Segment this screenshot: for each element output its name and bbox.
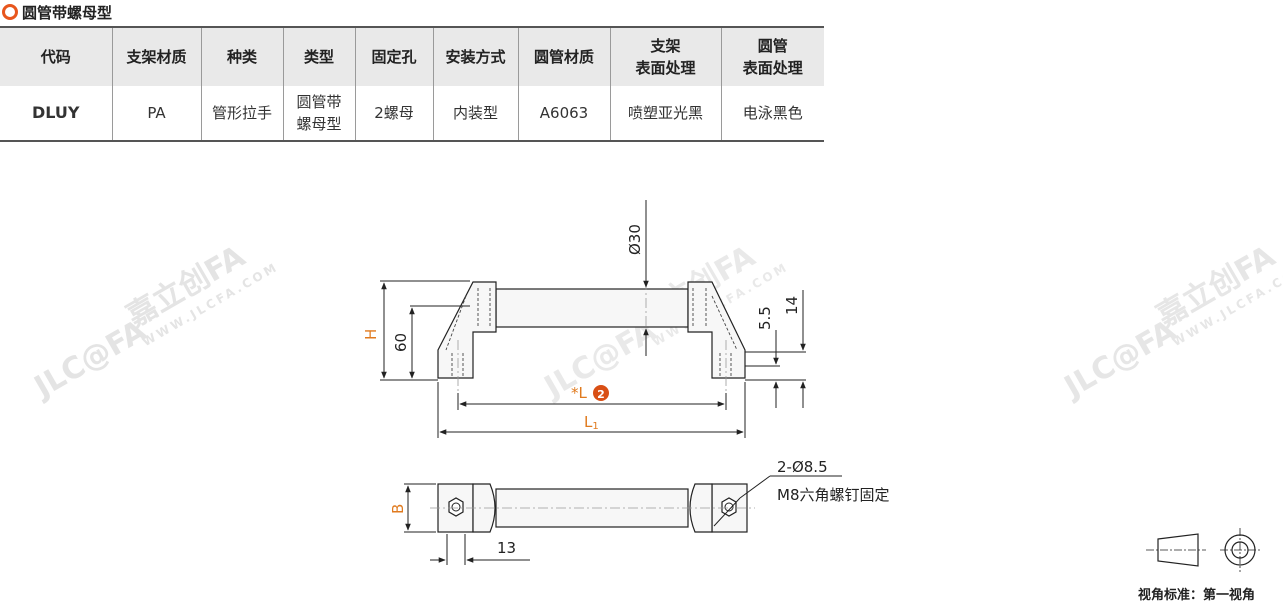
hole-note-diameter: 2-Ø8.5 bbox=[777, 458, 828, 476]
header-tube-finish: 圆管 表面处理 bbox=[742, 37, 803, 77]
hole-note-screw: M8六角螺钉固定 bbox=[777, 486, 890, 504]
cell-kind: 管形拉手 bbox=[201, 86, 284, 141]
spec-table: 代码 支架材质 种类 类型 固定孔 安装方式 圆管材质 支架 表面处理 圆管 表… bbox=[0, 26, 824, 142]
header-type: 类型 bbox=[283, 27, 356, 86]
cell-tube-finish: 电泳黑色 bbox=[742, 104, 803, 122]
first-angle-projection-icon bbox=[1146, 528, 1260, 572]
note-badge-number: 2 bbox=[597, 388, 605, 401]
cell-code[interactable]: DLUY bbox=[0, 86, 113, 141]
table-row: DLUY PA 管形拉手 圆管带 螺母型 2螺母 内装型 A6063 喷塑亚光黑… bbox=[0, 86, 824, 141]
cell-fixing-hole: 2螺母 bbox=[355, 86, 434, 141]
watermark-left: JLC@FA 嘉立创FA WWW.JLCFA.COM bbox=[27, 239, 281, 406]
cell-type: 圆管带 螺母型 bbox=[283, 86, 356, 141]
dim-14: 14 bbox=[783, 296, 801, 315]
header-mounting: 安装方式 bbox=[433, 27, 519, 86]
dim-L: *L bbox=[571, 384, 588, 402]
header-bracket-finish: 支架 表面处理 bbox=[610, 27, 722, 86]
dim-B: B bbox=[389, 504, 407, 514]
cell-bracket-finish: 喷塑亚光黑 bbox=[610, 86, 722, 141]
dim-diameter-30: Ø30 bbox=[626, 224, 644, 255]
note-badge-icon bbox=[593, 385, 609, 401]
left-bracket-front bbox=[437, 281, 497, 379]
cell-bracket-material: PA bbox=[112, 86, 202, 141]
dim-L1: L1 bbox=[584, 413, 599, 432]
view-standard-label: 视角标准：第一视角 bbox=[1138, 588, 1256, 603]
header-tube-material: 圆管材质 bbox=[518, 27, 611, 86]
tube-front bbox=[495, 288, 689, 328]
hidden-lines bbox=[445, 288, 738, 378]
dim-60: 60 bbox=[392, 333, 410, 352]
section-title-text: 圆管带螺母型 bbox=[22, 3, 113, 22]
top-dimension-lines bbox=[404, 475, 842, 565]
cell-mounting: 内装型 bbox=[433, 86, 519, 141]
section-title: 圆管带螺母型 bbox=[2, 2, 112, 22]
header-code: 代码 bbox=[0, 27, 113, 86]
header-kind: 种类 bbox=[201, 27, 284, 86]
dim-5-5: 5.5 bbox=[756, 306, 774, 330]
cell-tube-material: A6063 bbox=[518, 86, 611, 141]
dimension-lines bbox=[380, 200, 806, 438]
dim-H: H bbox=[362, 329, 380, 340]
table-header-row: 代码 支架材质 种类 类型 固定孔 安装方式 圆管材质 支架 表面处理 圆管 表… bbox=[0, 27, 824, 86]
circle-bullet-icon bbox=[2, 4, 18, 20]
header-fixing-hole: 固定孔 bbox=[355, 27, 434, 86]
header-bracket-material: 支架材质 bbox=[112, 27, 202, 86]
dim-13: 13 bbox=[497, 539, 516, 557]
watermark-right: JLC@FA 嘉立创FA WWW.JLCFA.COM bbox=[1057, 239, 1283, 406]
